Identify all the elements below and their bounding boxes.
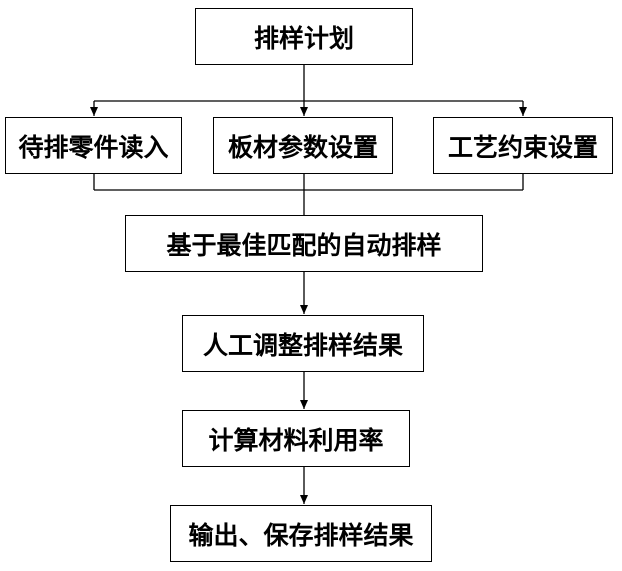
node-read-parts: 待排零件读入: [5, 117, 182, 174]
node-calc-rate: 计算材料利用率: [182, 410, 410, 467]
node-manual-adjust: 人工调整排样结果: [182, 315, 424, 372]
node-sheet-params: 板材参数设置: [213, 117, 393, 174]
node-output-save: 输出、保存排样结果: [170, 505, 432, 562]
node-plan: 排样计划: [195, 8, 413, 65]
node-constraints: 工艺约束设置: [433, 117, 613, 174]
node-auto-nesting: 基于最佳匹配的自动排样: [125, 215, 483, 272]
